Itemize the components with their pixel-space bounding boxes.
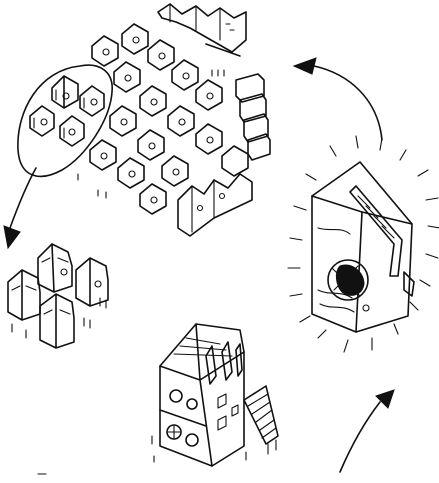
house-grid [77, 23, 249, 215]
arrow-icon [3, 225, 21, 250]
terrace-bottom [177, 173, 253, 237]
arrow-tower-to-shelter [339, 389, 395, 473]
arrow-cluster-to-group [3, 167, 37, 250]
neighbourhood-cluster [17, 3, 271, 237]
oval-houses [29, 75, 105, 147]
terrace-top [157, 3, 247, 57]
small-house-group [7, 243, 109, 349]
house-column [235, 73, 271, 161]
arrow-icon [292, 57, 317, 75]
single-shelter [287, 135, 439, 353]
arrow-shelter-to-cluster [292, 57, 383, 141]
radiating-lines [287, 135, 439, 353]
cluster-outline [17, 64, 113, 178]
multi-storey-house [37, 323, 279, 475]
arrow-icon [375, 389, 395, 409]
